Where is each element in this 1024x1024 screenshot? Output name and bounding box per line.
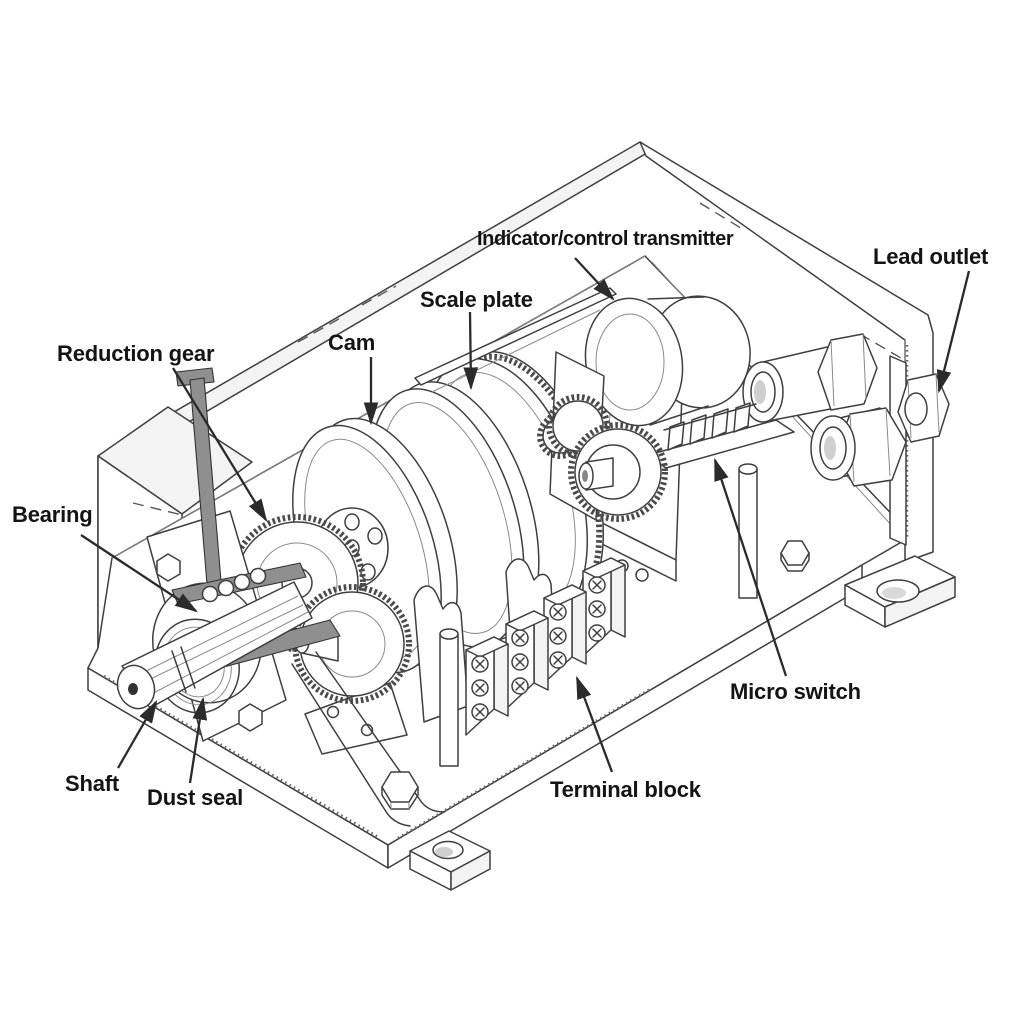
transmitter-drum — [584, 295, 751, 427]
dust-seal-leader-arrow — [188, 696, 208, 784]
mounting-foot-right — [844, 555, 956, 628]
callout-leaders — [80, 257, 971, 784]
mounting-foot-front — [409, 830, 491, 891]
scale-plate-leader-arrow — [463, 311, 479, 391]
cable-gland-upper — [742, 333, 878, 423]
reduction-gear-leader-arrow — [172, 367, 268, 522]
hex-bolt-endplate-bottom — [238, 703, 263, 732]
hex-bolt-endplate-top — [156, 553, 181, 582]
hex-bolt-front — [381, 771, 419, 810]
shaft — [116, 581, 313, 710]
label-dust-seal: Dust seal — [147, 785, 244, 810]
terminal-block-1 — [465, 636, 509, 736]
label-cam: Cam — [328, 330, 376, 355]
pointer-bar — [414, 287, 617, 393]
cable-gland-lower — [810, 407, 907, 487]
indicator-leader-arrow — [574, 257, 615, 301]
label-scale-plate: Scale plate — [420, 287, 533, 312]
terminal-blocks — [465, 557, 626, 736]
lead-outlet-leader-arrow — [936, 270, 971, 394]
label-terminal-block: Terminal block — [550, 777, 701, 802]
micro-switch-leader-arrow — [713, 457, 788, 677]
label-reduction-gear: Reduction gear — [57, 341, 215, 366]
cable-gland-outer-nut — [897, 373, 950, 443]
gear-cluster — [537, 394, 668, 522]
label-bearing: Bearing — [12, 502, 93, 527]
label-micro-switch: Micro switch — [730, 679, 861, 704]
label-lead-outlet: Lead outlet — [873, 244, 989, 269]
support-rod-right — [738, 463, 758, 599]
terminal-block-2 — [505, 610, 549, 710]
shaft-leader-arrow — [117, 700, 158, 769]
support-rod-left — [439, 628, 459, 767]
label-indicator-control-transmitter: Indicator/control transmitter — [477, 228, 734, 250]
terminal-block-leader-arrow — [575, 675, 614, 773]
shaft-assembly — [116, 367, 445, 827]
bearing-leader-arrow — [80, 534, 198, 613]
label-shaft: Shaft — [65, 771, 120, 796]
terminal-block-4 — [582, 557, 626, 657]
brace — [291, 651, 445, 827]
hex-bolt-right — [780, 540, 810, 572]
chassis-right-wall — [639, 141, 934, 563]
